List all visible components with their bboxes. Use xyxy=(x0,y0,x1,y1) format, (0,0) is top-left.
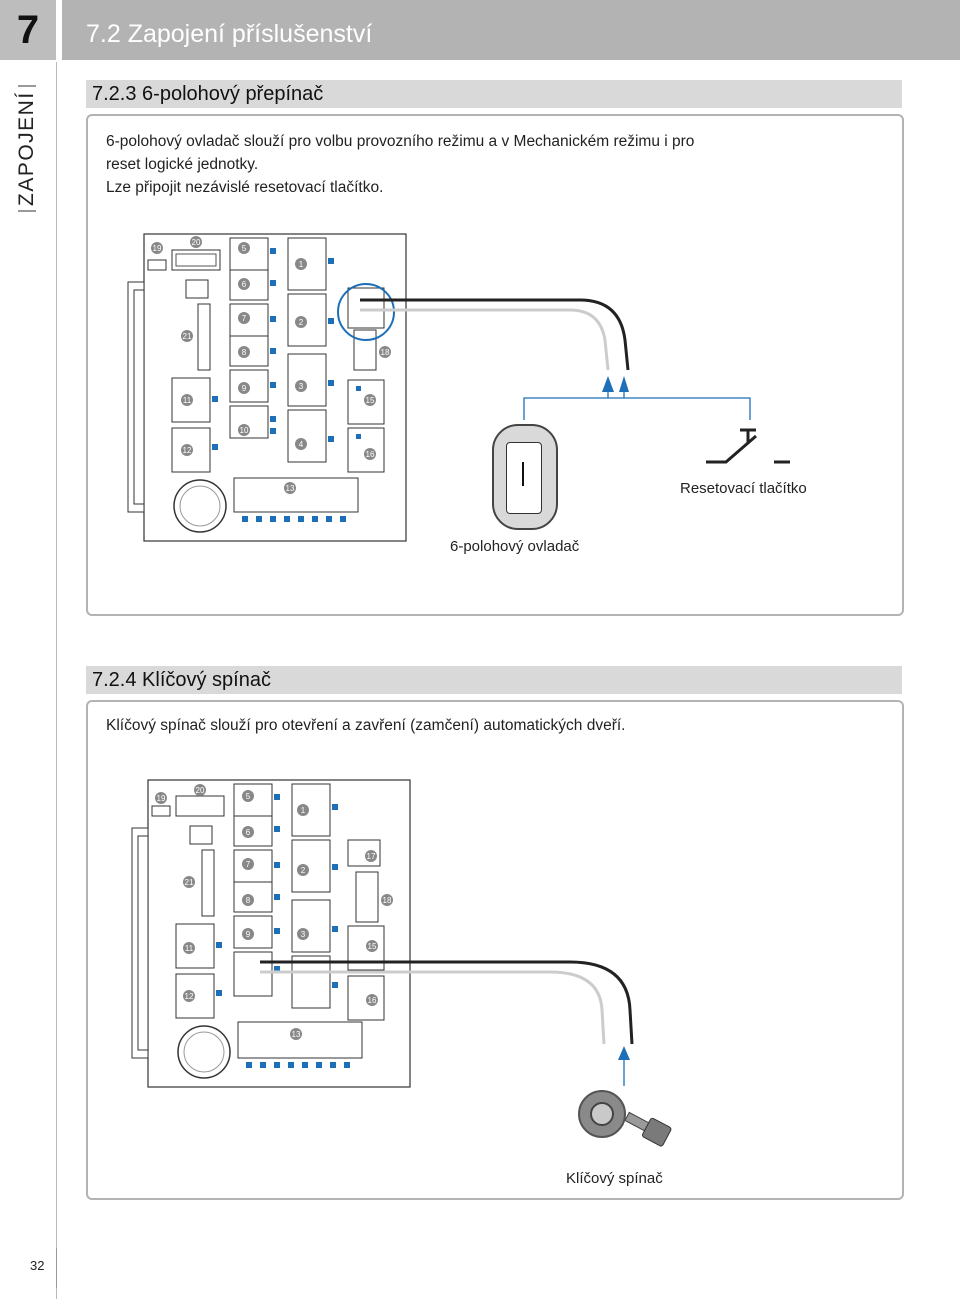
terminal-label: 15 xyxy=(368,942,377,951)
terminal-label: 18 xyxy=(381,348,390,357)
chapter-number-text: 7 xyxy=(16,7,40,52)
terminal-label: 8 xyxy=(242,348,247,357)
page-number: 32 xyxy=(30,1258,45,1273)
terminal-label: 13 xyxy=(292,1030,301,1039)
section-heading-7-2-4: 7.2.4 Klíčový spínač xyxy=(86,666,902,694)
chapter-title-bar xyxy=(62,0,960,60)
terminal-label: 8 xyxy=(246,896,251,905)
terminal-label: 11 xyxy=(185,944,194,953)
section-heading-text: 7.2.4 Klíčový spínač xyxy=(92,669,271,691)
terminal-label: 12 xyxy=(183,446,192,455)
terminal-label: 5 xyxy=(246,792,251,801)
terminal-label: 20 xyxy=(196,786,205,795)
terminal-label: 9 xyxy=(242,384,247,393)
terminal-label: 13 xyxy=(286,484,295,493)
six-position-selector-icon xyxy=(492,424,558,530)
terminal-label: 19 xyxy=(153,244,162,253)
control-board-diagram: 19 20 5 1 6 7 2 21 8 18 9 3 11 15 10 4 1… xyxy=(127,233,407,542)
text-line: Lze připojit nezávislé resetovací tlačít… xyxy=(106,179,384,196)
key-switch-icon xyxy=(578,1090,626,1138)
terminal-label: 9 xyxy=(246,930,251,939)
text-line: 6-polohový ovladač slouží pro volbu prov… xyxy=(106,133,695,150)
key-switch-caption: Klíčový spínač xyxy=(566,1170,663,1187)
wiring-diagram xyxy=(360,298,790,464)
terminal-label: 11 xyxy=(183,396,192,405)
terminal-label: 16 xyxy=(366,450,375,459)
text-line: reset logické jednotky. xyxy=(106,156,259,173)
terminal-label: 17 xyxy=(367,852,376,861)
terminal-label: 18 xyxy=(383,896,392,905)
terminal-label: 4 xyxy=(299,440,304,449)
terminal-label: 1 xyxy=(301,806,306,815)
chapter-number: 7 xyxy=(0,0,56,60)
terminal-label: 7 xyxy=(242,314,247,323)
reset-button-caption: Resetovací tlačítko xyxy=(680,480,807,497)
terminal-label: 20 xyxy=(192,238,201,247)
terminal-label: 3 xyxy=(299,382,304,391)
terminal-label: 10 xyxy=(240,426,249,435)
terminal-label: 5 xyxy=(242,244,247,253)
side-tab xyxy=(0,62,57,1299)
terminal-label: 21 xyxy=(185,878,194,887)
page-number-divider xyxy=(56,1248,57,1288)
terminal-label: 7 xyxy=(246,860,251,869)
terminal-label: 21 xyxy=(183,332,192,341)
control-board-diagram-2: 19 20 5 1 6 17 7 2 21 8 18 9 3 11 15 12 … xyxy=(131,779,411,1088)
side-tab-label: ZAPOJENÍ xyxy=(15,85,38,212)
section2-text: Klíčový spínač slouží pro otevření a zav… xyxy=(106,717,626,734)
section-heading-7-2-3: 7.2.3 6-polohový přepínač xyxy=(86,80,902,108)
terminal-label: 2 xyxy=(299,318,304,327)
section-heading-text: 7.2.3 6-polohový přepínač xyxy=(92,83,324,105)
terminal-label: 6 xyxy=(246,828,251,837)
section1-text: 6-polohový ovladač slouží pro volbu prov… xyxy=(106,130,694,199)
terminal-label: 1 xyxy=(299,260,304,269)
terminal-label: 3 xyxy=(301,930,306,939)
key-switch-wiring xyxy=(260,960,634,1086)
terminal-label: 15 xyxy=(366,396,375,405)
terminal-label: 2 xyxy=(301,866,306,875)
terminal-label: 19 xyxy=(157,794,166,803)
terminal-label: 16 xyxy=(368,996,377,1005)
selector-caption: 6-polohový ovladač xyxy=(450,538,580,555)
terminal-label: 12 xyxy=(185,992,194,1001)
chapter-title: 7.2 Zapojení příslušenství xyxy=(86,20,373,48)
terminal-label: 6 xyxy=(242,280,247,289)
